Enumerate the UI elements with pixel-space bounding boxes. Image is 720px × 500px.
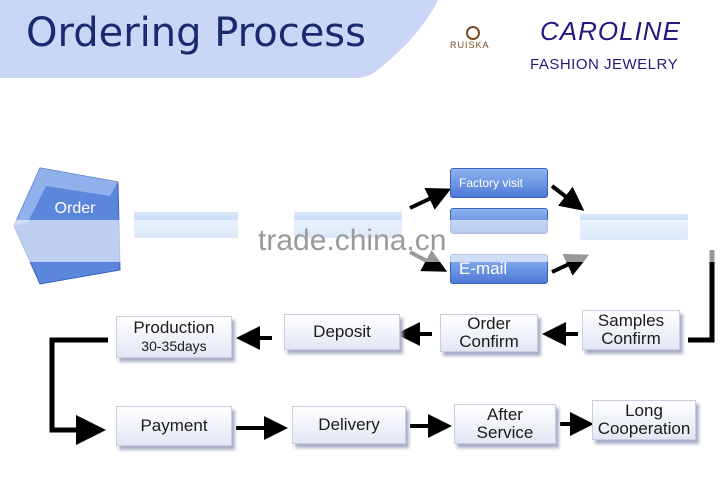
deposit-node: Deposit — [284, 314, 400, 350]
watermark: trade.china.cn — [258, 224, 447, 257]
after-service-node: After Service — [454, 404, 556, 444]
deposit-label: Deposit — [313, 322, 371, 341]
long-cooperation-node: Long Cooperation — [592, 400, 696, 440]
after-service-line1: After — [487, 405, 523, 424]
delivery-node: Delivery — [292, 406, 406, 444]
after-service-line2: Service — [476, 423, 534, 442]
delivery-label: Delivery — [318, 415, 380, 434]
production-node: Production 30-35days — [116, 316, 232, 358]
long-coop-line2: Cooperation — [597, 419, 691, 438]
production-days: 30-35days — [141, 338, 207, 354]
brand-subtitle: FASHION JEWELRY — [530, 56, 679, 73]
header-banner: Ordering Process RUISKA CAROLINE FASHION… — [0, 0, 720, 80]
logo-text: RUISKA — [450, 40, 490, 50]
watermark-band — [0, 220, 720, 262]
payment-node: Payment — [116, 406, 232, 446]
order-node-label: Order — [54, 200, 96, 217]
brand-name: CAROLINE — [540, 16, 681, 46]
factory-visit-node: Factory visit — [450, 168, 548, 198]
order-confirm-line1: Order — [467, 314, 511, 333]
samples-confirm-line2: Confirm — [601, 329, 661, 348]
samples-confirm-line1: Samples — [597, 311, 665, 330]
payment-label: Payment — [140, 416, 208, 435]
order-confirm-line2: Confirm — [459, 332, 519, 351]
order-confirm-node: Order Confirm — [440, 314, 538, 352]
banner-background — [0, 0, 438, 78]
ruiska-logo-icon — [466, 26, 480, 40]
long-coop-line1: Long — [625, 401, 663, 420]
page-title: Ordering Process — [26, 10, 366, 56]
samples-confirm-node: Samples Confirm — [582, 310, 680, 350]
production-label: Production — [133, 318, 215, 337]
